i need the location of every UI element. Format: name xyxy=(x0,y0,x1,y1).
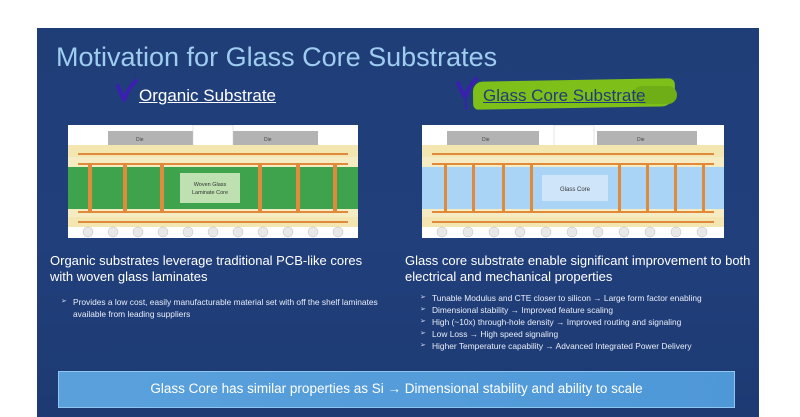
bullet-item: Higher Temperature capability → Advanced… xyxy=(420,340,755,352)
bullet-item: Dimensional stability → Improved feature… xyxy=(420,304,755,316)
glass-core-label: Glass Core xyxy=(560,187,591,193)
highlight-mark-tail xyxy=(633,86,677,104)
die-label: Die xyxy=(264,137,272,143)
glass-substrate-diagram: Die Die Glass Core xyxy=(422,124,724,238)
die-label: Die xyxy=(637,137,645,143)
die-label: Die xyxy=(482,137,490,143)
core-label-line2: Laminate Core xyxy=(192,190,228,196)
glass-cross-section: Die Die Glass Core xyxy=(422,124,724,238)
glass-bullet-list: Tunable Modulus and CTE closer to silico… xyxy=(420,292,755,352)
bullet-item: Provides a low cost, easily manufacturab… xyxy=(61,296,381,320)
organic-description: Organic substrates leverage traditional … xyxy=(50,253,363,284)
slide-title: Motivation for Glass Core Substrates xyxy=(56,42,498,72)
bullet-item: Tunable Modulus and CTE closer to silico… xyxy=(420,292,755,304)
summary-banner: Glass Core has similar properties as Si … xyxy=(58,371,735,408)
bullet-item: Low Loss → High speed signaling xyxy=(420,328,755,340)
glass-description: Glass core substrate enable significant … xyxy=(405,253,751,284)
checkmark-icon xyxy=(456,77,478,110)
core-label-line1: Woven Glass xyxy=(194,182,227,188)
organic-substrate-diagram: Die Die Woven Glass Laminate Core xyxy=(68,124,358,238)
organic-bullet-list: Provides a low cost, easily manufacturab… xyxy=(61,296,381,320)
organic-substrate-heading: Organic Substrate xyxy=(139,86,277,105)
glass-core-substrate-heading: Glass Core Substrate xyxy=(483,86,646,105)
bullet-item: High (~10x) through-hole density → Impro… xyxy=(420,316,755,328)
checkmark-icon xyxy=(116,79,138,102)
die-label: Die xyxy=(136,137,144,143)
organic-cross-section: Die Die Woven Glass Laminate Core xyxy=(68,124,358,238)
slide: Motivation for Glass Core Substrates Org… xyxy=(37,28,759,417)
summary-banner-text: Glass Core has similar properties as Si … xyxy=(150,381,643,396)
